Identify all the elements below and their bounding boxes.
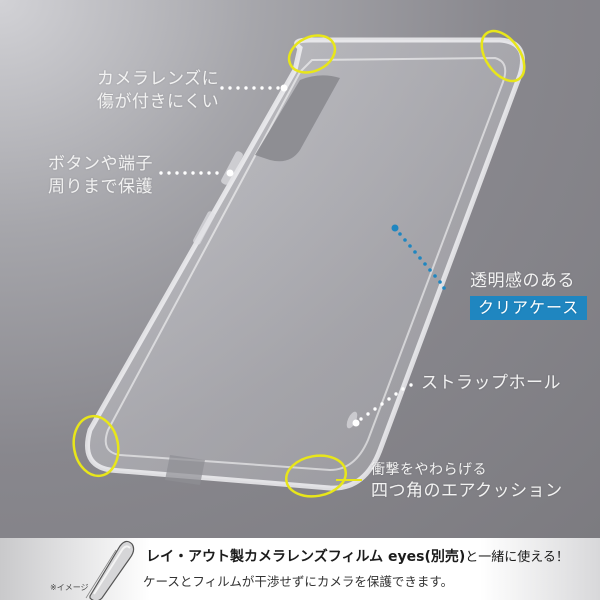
footer-headline-bold: レイ・アウト製カメラレンズフィルム eyes(別売) — [146, 549, 466, 565]
corner-highlight-top-right — [480, 29, 526, 83]
product-image-area: カメラレンズに 傷が付きにくい ボタンや端子 周りまで保護 透明感のある クリア… — [0, 0, 600, 538]
corner-highlight-top-left — [287, 34, 337, 74]
label-buttons-ports: ボタンや端子 周りまで保護 — [48, 153, 153, 199]
leader-clear-case — [391, 224, 446, 290]
label-line: 衝撃をやわらげる — [371, 462, 487, 478]
port-cutout — [165, 455, 205, 485]
corner-highlight-bottom-right — [285, 454, 347, 498]
camera-cutout — [255, 75, 340, 162]
label-line: ストラップホール — [421, 373, 561, 393]
label-line: 四つ角のエアクッション — [371, 481, 563, 501]
lens-film-icon — [85, 540, 135, 600]
clear-case-illustration — [72, 29, 526, 498]
label-clear-case: 透明感のある クリアケース — [470, 270, 588, 320]
label-corner-cushion: 衝撃をやわらげる 四つ角のエアクッション — [371, 460, 563, 503]
image-note: ※イメージ — [50, 583, 89, 592]
label-line: カメラレンズに — [97, 69, 220, 89]
dot-leaders — [159, 84, 413, 427]
label-line: ボタンや端子 — [48, 154, 153, 174]
corner-highlight-bottom-left — [72, 414, 120, 478]
leader-buttons — [159, 169, 234, 177]
footer-headline-tail: と一緒に使える！ — [465, 550, 569, 565]
label-camera-lens: カメラレンズに 傷が付きにくい — [97, 68, 219, 114]
label-line: 透明感のある — [470, 271, 575, 291]
label-strap-hole: ストラップホール — [421, 372, 561, 395]
leader-strap — [352, 383, 413, 427]
strap-hole — [346, 411, 358, 429]
label-line: 傷が付きにくい — [97, 92, 220, 112]
footer-banner: ※イメージ レイ・アウト製カメラレンズフィルム eyes(別売)と一緒に使える！… — [0, 538, 600, 600]
label-line: 周りまで保護 — [48, 177, 153, 197]
clear-case-badge: クリアケース — [470, 296, 588, 320]
footer-headline: レイ・アウト製カメラレンズフィルム eyes(別売)と一緒に使える！ — [146, 546, 569, 566]
leader-camera-lens — [220, 84, 288, 92]
footer-subline: ケースとフィルムが干渉せずにカメラを保護できます。 — [143, 574, 454, 589]
case-body — [85, 37, 525, 491]
